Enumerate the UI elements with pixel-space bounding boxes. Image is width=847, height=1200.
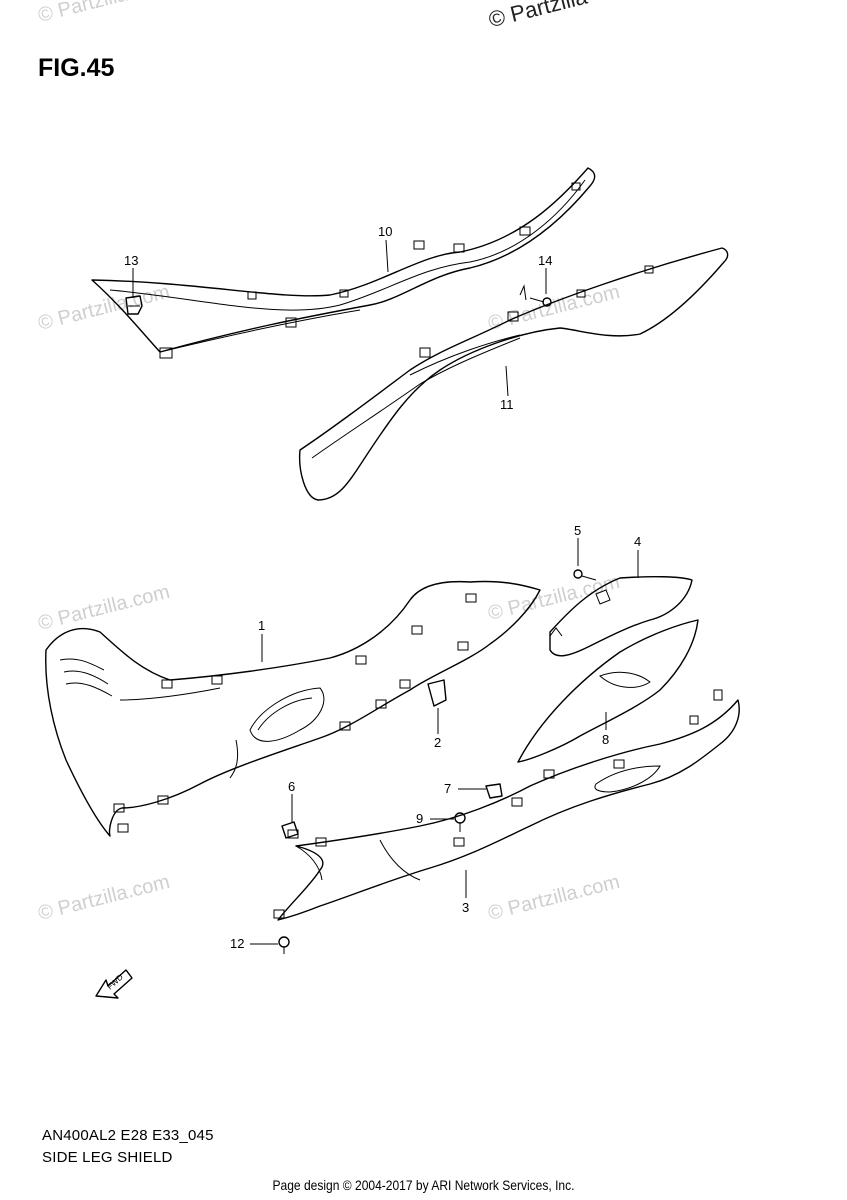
callout-number: 9 [416, 811, 423, 826]
callout-number: 11 [500, 397, 514, 412]
callout-number: 8 [602, 732, 609, 747]
callout-lines [132, 239, 639, 945]
part-7-nut [485, 783, 503, 799]
part-5-screw [573, 569, 597, 581]
model-code: AN400AL2 E28 E33_045 [42, 1127, 214, 1144]
part-13-clip [125, 295, 143, 315]
callout-number: 1 [258, 618, 265, 633]
callout-number: 4 [634, 534, 641, 549]
callout-number: 5 [574, 523, 581, 538]
callout-number: 3 [462, 900, 469, 915]
callout-number: 10 [378, 224, 392, 239]
watermark-group: © Partzilla.com © Partzilla.com © Partzi… [36, 0, 622, 925]
watermark: © Partzilla.com [486, 871, 622, 925]
watermark: © Partzilla.com [486, 281, 622, 335]
callout-number: 14 [538, 253, 552, 268]
page-credit: Page design © 2004-2017 by ARI Network S… [272, 1177, 575, 1193]
part-9-bolt [454, 812, 466, 832]
part-2-bracket [427, 679, 447, 707]
figure-title: FIG.45 [38, 54, 115, 82]
part-14-screw [529, 297, 552, 307]
callout-number: 6 [288, 779, 295, 794]
part-11-side-panel [298, 247, 729, 501]
watermark: © Partzilla.com [36, 281, 172, 335]
watermark: © Partzilla.com [36, 0, 172, 27]
callout-number: 13 [124, 253, 138, 268]
callout-number: 2 [434, 735, 441, 750]
part-4-small-panel [549, 575, 693, 657]
watermark: © Partzilla.com [486, 571, 622, 625]
callout-number: 7 [444, 781, 451, 796]
section-title: SIDE LEG SHIELD [42, 1149, 173, 1166]
part-10-upper-rail [91, 167, 596, 359]
part-1-main-leg-shield [45, 580, 541, 837]
fwd-arrow-icon: FWD [95, 969, 133, 999]
callout-number: 12 [230, 936, 244, 951]
part-8-flat-panel [517, 619, 699, 763]
part-6-nut [281, 821, 299, 839]
part-3-lower-shield [273, 689, 740, 921]
part-12-bolt [278, 936, 290, 954]
watermark: © Partzilla.com [36, 871, 172, 925]
callout-numbers: 1 2 3 4 5 6 7 8 9 10 11 12 13 14 [124, 224, 641, 951]
watermark: © Partzilla.com [36, 581, 172, 635]
